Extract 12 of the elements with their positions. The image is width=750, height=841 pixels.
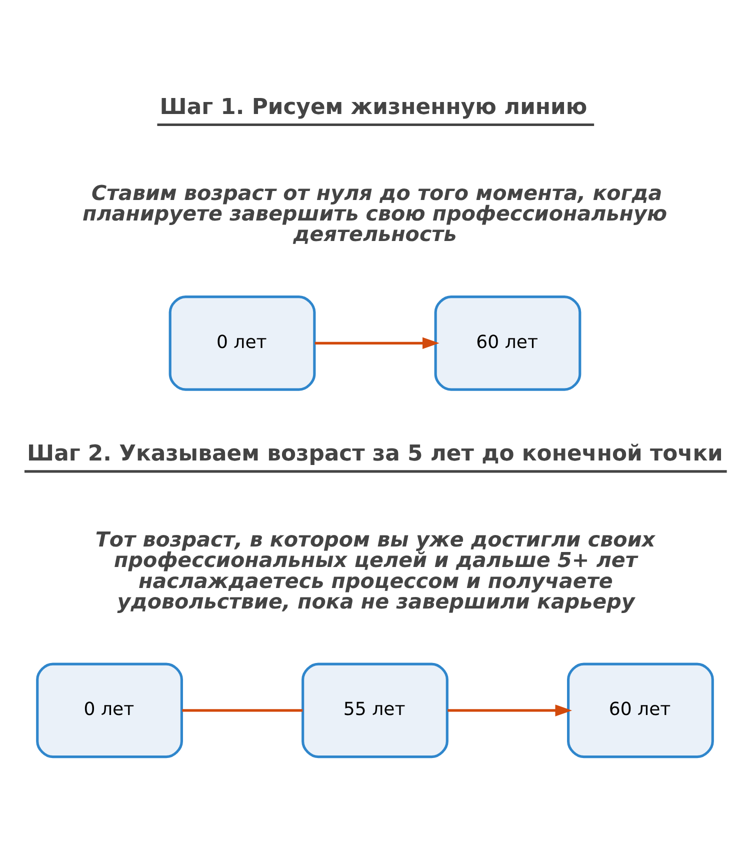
node-box: 55 лет — [302, 662, 448, 758]
node-box: 0 лет — [36, 662, 183, 758]
node-box: 60 лет — [434, 296, 582, 391]
label: Шаг 1. Рисуем жизненную линию — [160, 94, 588, 120]
arrow — [314, 337, 440, 350]
label: Ставим возраст от нуля до того момента, когда планируете завершить свою профессиональную деятельность — [82, 180, 668, 246]
label: Шаг 2. Указываем возраст за 5 лет до конечной точки — [27, 442, 723, 467]
arrow — [448, 704, 572, 716]
node-box: 0 лет — [168, 296, 316, 391]
connector — [182, 709, 303, 712]
node-box: 60 лет — [567, 662, 714, 758]
label: Тот возраст, в котором вы уже достигли своих профессиональных целей и дальше 5+ лет наслаждаетесь процессом и получаете удовольствие, пока не завершили карьеру — [95, 528, 656, 614]
